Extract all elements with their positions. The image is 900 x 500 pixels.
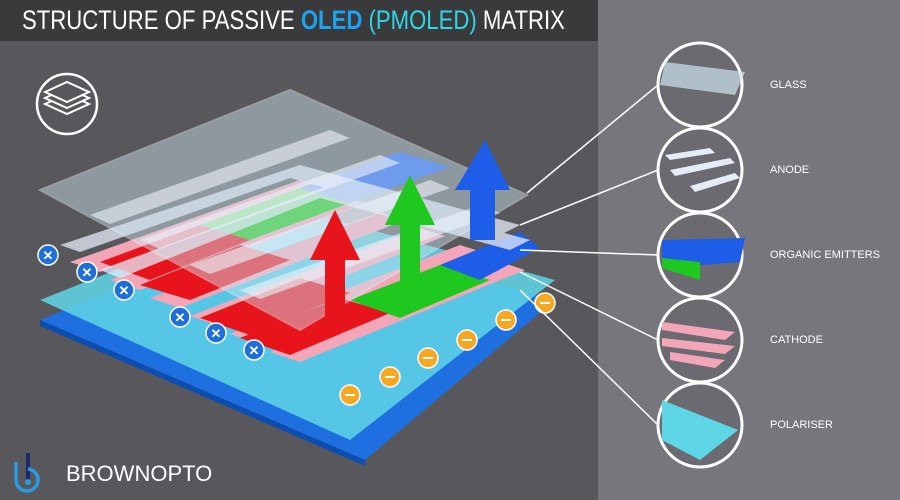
anode-markers <box>37 244 265 361</box>
svg-text:✕: ✕ <box>82 265 93 280</box>
blue-arrow <box>455 140 510 240</box>
svg-text:✕: ✕ <box>211 326 222 341</box>
page-title: STRUCTURE OF PASSIVE OLED (PMOLED) MATRI… <box>22 5 565 35</box>
svg-text:✕: ✕ <box>43 248 54 263</box>
label-cathode: CATHODE <box>770 334 823 346</box>
svg-text:✕: ✕ <box>249 343 260 358</box>
legend-panel <box>598 0 900 500</box>
label-polariser: POLARISER <box>770 419 833 431</box>
label-glass: GLASS <box>770 79 807 91</box>
green-arrow <box>385 175 435 290</box>
callout-lines <box>519 84 659 426</box>
svg-text:✕: ✕ <box>119 283 130 298</box>
title-bar: STRUCTURE OF PASSIVE OLED (PMOLED) MATRI… <box>0 0 598 41</box>
glass-layer <box>37 88 530 332</box>
brand-name: BROWNOPTO <box>66 461 213 486</box>
red-arrow <box>310 210 360 330</box>
label-organic-emitters: ORGANIC EMITTERS <box>770 249 881 261</box>
label-anode: ANODE <box>770 164 810 176</box>
callout-circles <box>656 41 745 469</box>
light-arrows <box>310 140 510 330</box>
layers-icon <box>35 72 99 136</box>
brand-logo-icon <box>14 453 40 493</box>
svg-text:✕: ✕ <box>175 310 186 325</box>
glass-strips <box>90 130 500 299</box>
